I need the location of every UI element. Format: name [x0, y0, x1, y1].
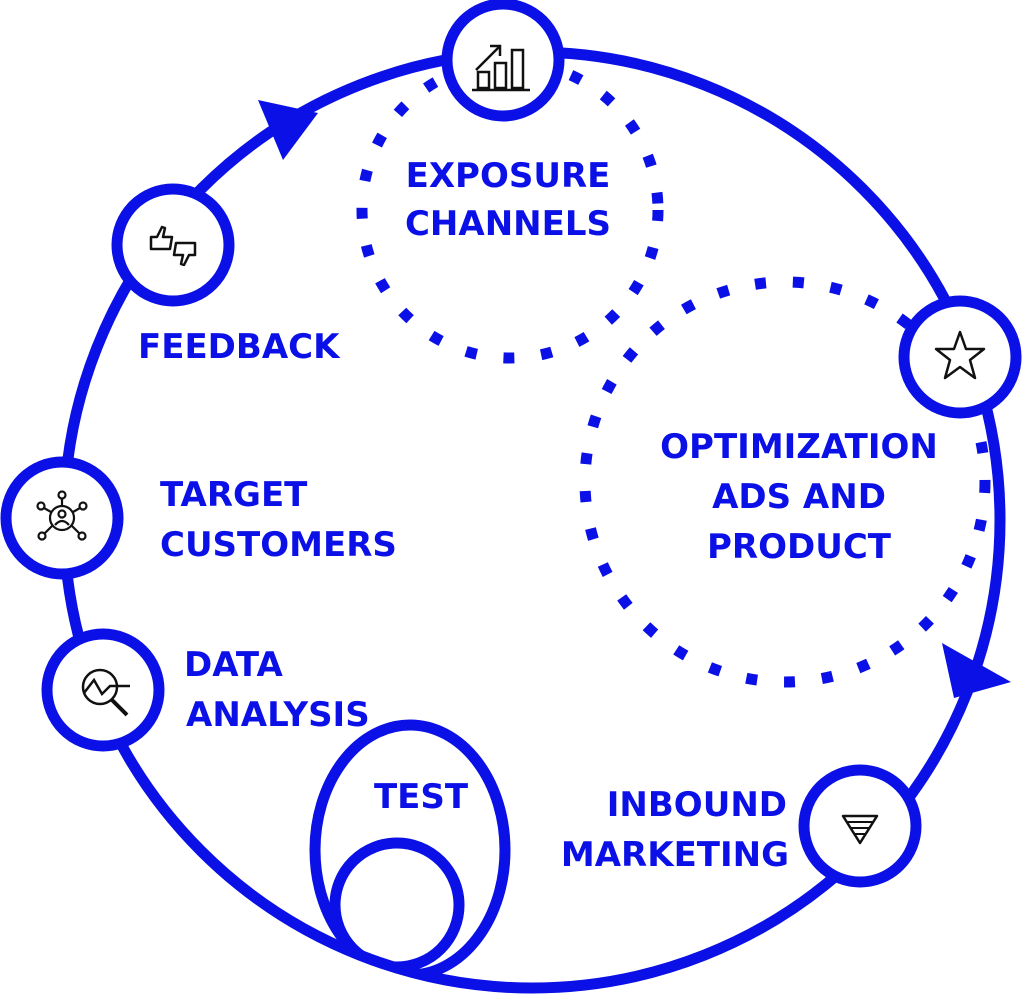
label-exposure-line-1: EXPOSURE: [406, 156, 611, 196]
network-user-icon: [36, 490, 88, 541]
label-inbound-line-2: MARKETING: [561, 835, 789, 875]
label-target-line-2: CUSTOMERS: [160, 525, 397, 565]
label-inbound-line-1: INBOUND: [607, 785, 787, 825]
thumbs-up-down-icon: [149, 225, 197, 267]
exposure-dotted-circle: [356, 56, 664, 364]
label-optimization-line-2: ADS AND: [712, 477, 886, 517]
growth-chart-icon: [472, 44, 530, 92]
funnel-icon: [841, 814, 879, 845]
star-icon: [934, 330, 986, 380]
label-exposure-line-2: CHANNELS: [405, 204, 611, 244]
test-loop: [309, 719, 511, 981]
optimization-dotted-circle: [579, 276, 991, 688]
label-test: TEST: [374, 777, 469, 817]
label-feedback: FEEDBACK: [138, 327, 341, 367]
optimization-node: [898, 295, 1022, 419]
label-target-line-1: TARGET: [160, 475, 308, 515]
magnifier-chart-icon: [81, 668, 130, 717]
label-optimization-line-1: OPTIMIZATION: [660, 427, 938, 467]
arrow-lower-right: [942, 643, 1011, 698]
label-analysis-line-2: ANALYSIS: [186, 695, 370, 735]
label-analysis-line-1: DATA: [184, 645, 283, 685]
exposure-node: [441, 0, 565, 122]
target-node: [0, 456, 124, 580]
label-optimization-line-3: PRODUCT: [707, 527, 892, 567]
feedback-node: [111, 183, 235, 307]
inbound-node: [798, 764, 922, 888]
analysis-node: [41, 628, 165, 752]
arrow-upper-left: [258, 100, 318, 160]
